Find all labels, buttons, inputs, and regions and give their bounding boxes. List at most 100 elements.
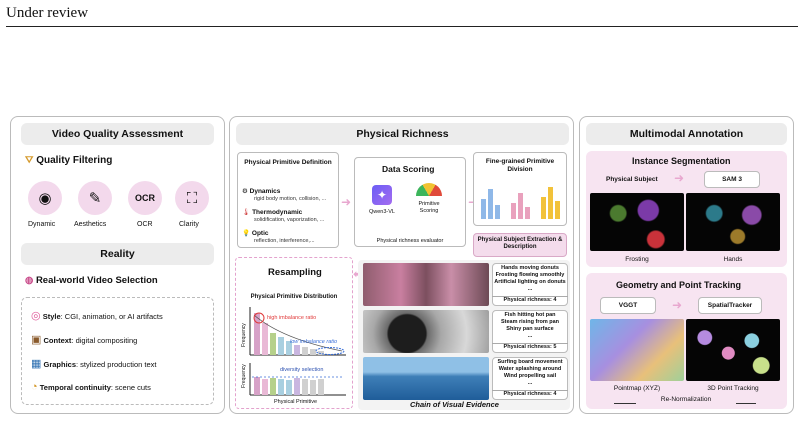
hands-mask (686, 193, 780, 251)
evidence-text-3 (492, 357, 568, 400)
pan-photo (363, 310, 489, 353)
vggt-label: VGGT (618, 302, 638, 309)
criteria-style: ◎ Style: CGI, animation, or AI artifacts (31, 310, 163, 322)
prim-axis-label: Physical Primitive (274, 399, 318, 405)
criteria-box (21, 297, 214, 405)
distribution-chart (249, 307, 346, 396)
globe-icon: ◍ (25, 275, 34, 286)
fine-grained-title: Fine-grained Primitive Division (485, 158, 555, 173)
prim-dynamics-desc: rigid body motion, collision, ... (254, 196, 327, 202)
tracker-box (698, 297, 762, 314)
primitive-scoring-label: Primitive Scoring (418, 201, 440, 214)
ppd-box (237, 152, 339, 248)
physical-richness-panel: Physical Richness Physical Primitive Def… (229, 116, 574, 414)
prim-optic-desc: reflection, interference,... (254, 238, 315, 244)
frosting-mask (590, 193, 684, 251)
evidence-text-1 (492, 263, 568, 306)
vggt-box (600, 297, 656, 314)
evidence-1-line4: ... (527, 286, 533, 292)
pointmap-image (590, 319, 684, 381)
bulb-icon: 💡 (242, 230, 251, 237)
renorm-label: Re-Normalization (636, 396, 736, 404)
multimodal-panel: Multimodal Annotation Instance Segmentat… (579, 116, 794, 414)
clarity-icon: ⛶ (175, 181, 209, 215)
criteria-context: ▣ Context: digital compositing (31, 334, 138, 346)
filter-icon: ⛛ (25, 155, 34, 166)
surf-photo (363, 357, 489, 400)
pointmap-caption: Pointmap (XYZ) (613, 385, 661, 392)
tracking-caption: 3D Point Tracking (707, 385, 759, 392)
dynamic-icon: ◉ (28, 181, 62, 215)
prim-dynamics: ⚙ Dynamics (242, 188, 281, 195)
pr-title: Physical Richness (236, 123, 569, 145)
subject-extraction-label: Physical Subject Extraction & Descriptio… (477, 237, 563, 251)
icon-label-clarity: Clarity (179, 221, 199, 228)
evidence-3-line1: Surfing board movement (497, 359, 563, 365)
prim-thermo: 🌡 Thermodynamic (242, 209, 303, 216)
reality-title: Reality (21, 243, 214, 265)
subject-extraction-box (473, 233, 567, 257)
evidence-3-line2: Water splashing around (498, 366, 562, 372)
evidence-3-score: Physical richness: 4 (492, 390, 568, 398)
evaluator-label: Physical richness evaluator (376, 238, 444, 244)
chain-caption: Chain of Visual Evidence (410, 400, 499, 409)
frosting-caption: Frosting (625, 256, 649, 263)
icon-label-dynamic: Dynamic (28, 221, 56, 228)
ocr-icon: OCR (128, 181, 162, 215)
evidence-2-line3: Shiny pan surface (506, 326, 554, 332)
header-rule (6, 26, 798, 27)
criteria-temporal: ◔ Temporal continuity: scene cuts (31, 381, 151, 393)
hands-caption: Hands (723, 256, 743, 263)
thermometer-icon: 🌡 (242, 209, 251, 216)
physical-subject-label: Physical Subject (606, 176, 658, 183)
high-imbalance-label: high imbalance ratio (267, 315, 317, 321)
geo-title: Geometry and Point Tracking (616, 280, 742, 290)
dynamics-icon: ⚙ (242, 188, 248, 195)
evidence-1-line3: Artificial lighting on donuts (494, 279, 566, 285)
qwen-label: Qwen3-VL (369, 209, 395, 215)
vqa-panel: Video Quality Assessment ⛛ Quality Filte… (10, 116, 225, 414)
evidence-1-line1: Hands moving donuts (501, 265, 559, 271)
style-icon: ◎ (31, 310, 41, 322)
evidence-3-line4: ... (527, 380, 533, 386)
evidence-2-line4: ... (527, 333, 533, 339)
sam-box (704, 171, 760, 188)
evidence-1-line2: Frosting flowing smoothly (495, 272, 565, 278)
scoring-title: Data Scoring (382, 164, 435, 174)
arrow-sam: ➜ (674, 171, 685, 185)
freq-axis-2: Frequency (240, 364, 247, 388)
gauge-icon (416, 183, 442, 196)
criteria-graphics: ▦ Graphics: stylized production text (31, 358, 157, 370)
freq-axis-1: Frequency (240, 323, 247, 347)
context-icon: ▣ (31, 334, 42, 346)
vqa-title: Video Quality Assessment (21, 123, 214, 145)
resampling-title: Resampling (268, 267, 322, 278)
donut-photo (363, 263, 489, 306)
evidence-1-score: Physical richness: 4 (492, 296, 568, 304)
seg-title: Instance Segmentation (632, 156, 731, 166)
graphics-icon: ▦ (31, 358, 42, 370)
distribution-title: Physical Primitive Distribution (250, 294, 338, 300)
sam-label: SAM 3 (722, 176, 742, 183)
evidence-2-line2: Steam rising from pan (500, 319, 560, 325)
fine-grained-bars (481, 187, 560, 219)
evidence-2-score: Physical richness: 5 (492, 343, 568, 351)
mm-title: Multimodal Annotation (586, 123, 787, 145)
icon-label-ocr: OCR (137, 221, 153, 228)
qwen-logo: ✦ (372, 185, 392, 205)
prim-thermo-desc: solidification, vaporization, ... (254, 217, 325, 223)
aesthetics-icon: ✎ (78, 181, 112, 215)
tracker-label: SpatialTracker (707, 302, 753, 309)
tracking-image (686, 319, 780, 381)
evidence-3-line3: Wind propelling sail (503, 373, 557, 379)
ppd-title: Physical Primitive Definition (244, 159, 332, 166)
evidence-2-line1: Fish hitting hot pan (504, 312, 556, 318)
arrow-right-1: ➜ (341, 195, 352, 209)
quality-filtering-label: ⛛ Quality Filtering (25, 155, 113, 166)
icon-label-aesthetics: Aesthetics (74, 221, 107, 228)
header-text: Under review (6, 5, 89, 21)
clock-icon: ◔ (31, 381, 38, 393)
prim-optic: 💡 Optic (242, 230, 269, 237)
arrow-tracker: ➜ (672, 298, 683, 312)
selection-label: ◍ Real-world Video Selection (25, 275, 158, 286)
